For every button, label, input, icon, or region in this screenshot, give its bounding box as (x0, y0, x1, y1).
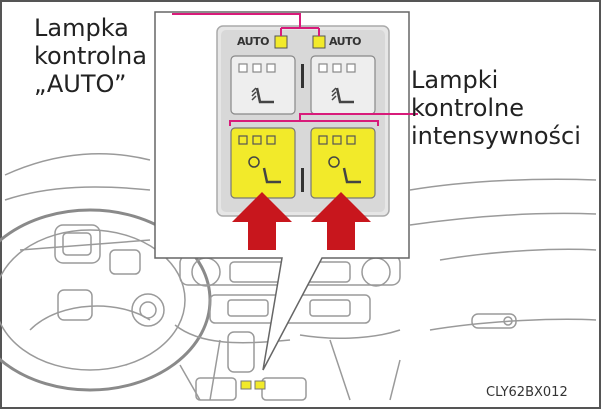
divider-mark (301, 64, 304, 88)
figure-code: CLY62BX012 (486, 385, 568, 400)
auto-text-left: AUTO (237, 35, 269, 48)
console-seat-heater-left (241, 381, 251, 389)
console-seat-heater-right (255, 381, 265, 389)
divider-mark (301, 168, 304, 192)
auto-lamp-label: Lampka kontrolna „AUTO” (34, 14, 147, 98)
auto-indicator-left (275, 36, 287, 48)
auto-indicator-right (313, 36, 325, 48)
auto-text-right: AUTO (329, 35, 361, 48)
intensity-lamps-label: Lampki kontrolne intensywności (411, 66, 581, 150)
